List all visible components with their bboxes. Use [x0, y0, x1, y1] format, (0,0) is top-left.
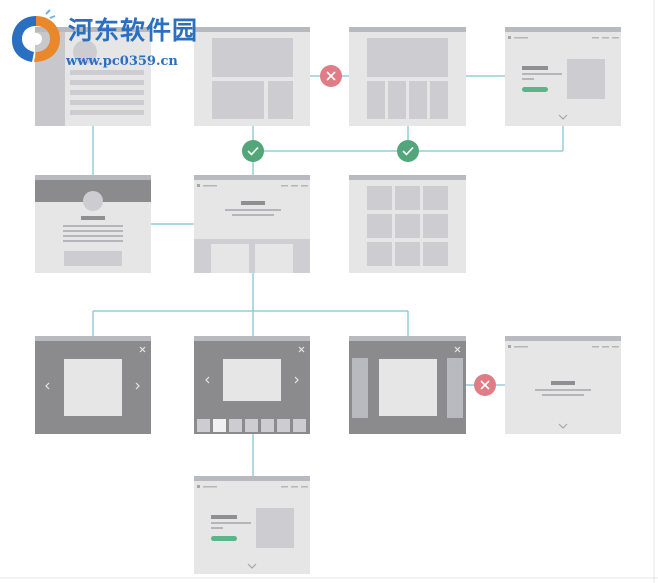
chevron-left-icon[interactable]	[45, 382, 50, 390]
wireframe-lightbox-arrows	[35, 336, 151, 434]
approve-marker-right	[397, 140, 419, 162]
wireframe-hub-page	[194, 175, 310, 273]
watermark: 河东软件园 www.pc0359.cn	[6, 8, 226, 69]
chevron-down-icon	[247, 563, 257, 569]
x-icon	[326, 71, 336, 81]
chevron-left-icon[interactable]	[205, 376, 210, 384]
x-icon	[480, 380, 490, 390]
wireframe-hero-grid	[194, 27, 310, 126]
check-icon	[402, 146, 414, 156]
close-icon[interactable]	[139, 346, 146, 353]
wireframe-lightbox-thumbnails	[194, 336, 310, 434]
reject-marker-bottom	[474, 374, 496, 396]
watermark-url: www.pc0359.cn	[66, 54, 178, 69]
chevron-down-icon	[558, 114, 568, 120]
wireframe-profile	[35, 175, 151, 273]
wireframe-landing-cta-bottom	[194, 476, 310, 574]
wireframe-text-page	[505, 336, 621, 434]
approve-marker-left	[242, 140, 264, 162]
wireframe-article	[35, 27, 151, 126]
close-icon[interactable]	[454, 346, 461, 353]
wireframe-hero-four-columns	[349, 27, 466, 126]
check-icon	[247, 146, 259, 156]
watermark-logo-icon	[12, 9, 60, 62]
watermark-title: 河东软件园	[68, 16, 199, 45]
reject-marker-top	[320, 65, 342, 87]
wireframe-tile-grid	[349, 175, 466, 273]
close-icon[interactable]	[298, 346, 305, 353]
chevron-right-icon[interactable]	[135, 382, 140, 390]
chevron-down-icon	[558, 423, 568, 429]
wireframe-landing-cta	[505, 27, 621, 126]
chevron-right-icon[interactable]	[294, 376, 299, 384]
wireframe-lightbox-side-panels	[349, 336, 466, 434]
